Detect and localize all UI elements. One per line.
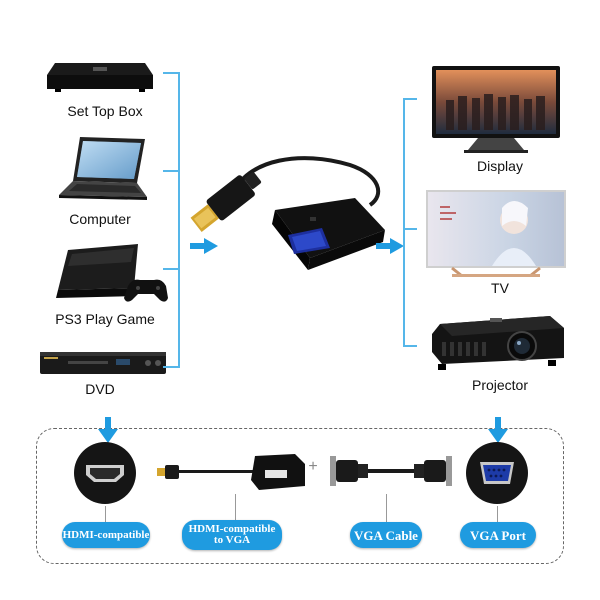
hdmi-to-vga-adapter-image — [190, 156, 385, 270]
label-hdmi-to-vga: HDMI-compatible to VGA — [182, 520, 282, 550]
output-label-tv: TV — [491, 280, 509, 296]
left-bracket-tick-2 — [163, 170, 179, 172]
left-bracket-tick-1 — [163, 72, 179, 74]
left-bracket-vertical — [178, 72, 180, 368]
left-bracket-tick-3 — [163, 268, 179, 270]
dvd-player-icon — [40, 352, 166, 374]
source-label-set-top-box: Set Top Box — [67, 103, 143, 119]
projector-icon — [432, 316, 564, 370]
set-top-box-icon — [47, 63, 153, 92]
game-console-icon — [56, 244, 168, 302]
source-label-ps3: PS3 Play Game — [55, 311, 155, 327]
right-bracket-vertical — [403, 98, 405, 346]
right-bracket-tick-1 — [403, 98, 417, 100]
arrow-right-icon — [190, 238, 218, 254]
output-label-display: Display — [477, 158, 523, 174]
source-label-dvd: DVD — [85, 381, 115, 397]
right-bracket-tick-3 — [403, 345, 417, 347]
vga-cable-image — [330, 456, 452, 486]
sources-column: Set Top Box Computer PS3 Play Game DVD — [0, 0, 180, 400]
label-vga-cable: VGA Cable — [350, 522, 422, 548]
small-adapter-image — [157, 454, 305, 490]
tv-icon — [426, 190, 566, 278]
label-hdmi-to-vga-line2: to VGA — [213, 534, 251, 546]
vga-port-icon — [466, 442, 528, 504]
plus-icon: + — [308, 458, 318, 475]
right-bracket-tick-2 — [403, 228, 417, 230]
connector-leader-4 — [497, 506, 498, 522]
left-bracket-tick-4 — [163, 366, 179, 368]
laptop-icon — [59, 137, 147, 200]
output-label-projector: Projector — [471, 377, 529, 393]
label-hdmi-to-vga-line1: HDMI-compatible — [188, 523, 276, 535]
connector-leader-2 — [235, 494, 236, 522]
source-label-computer: Computer — [69, 211, 131, 227]
connector-leader-1 — [105, 506, 106, 522]
label-hdmi-compatible: HDMI-compatible — [62, 522, 150, 548]
connector-leader-3 — [386, 494, 387, 522]
hdmi-port-icon — [74, 442, 136, 504]
monitor-icon — [432, 66, 560, 153]
arrow-down-icon-left — [98, 417, 118, 443]
arrow-right-icon-2 — [376, 238, 404, 254]
connector-panel — [36, 428, 564, 564]
label-vga-port: VGA Port — [460, 522, 536, 548]
arrow-down-icon-right — [488, 417, 508, 443]
